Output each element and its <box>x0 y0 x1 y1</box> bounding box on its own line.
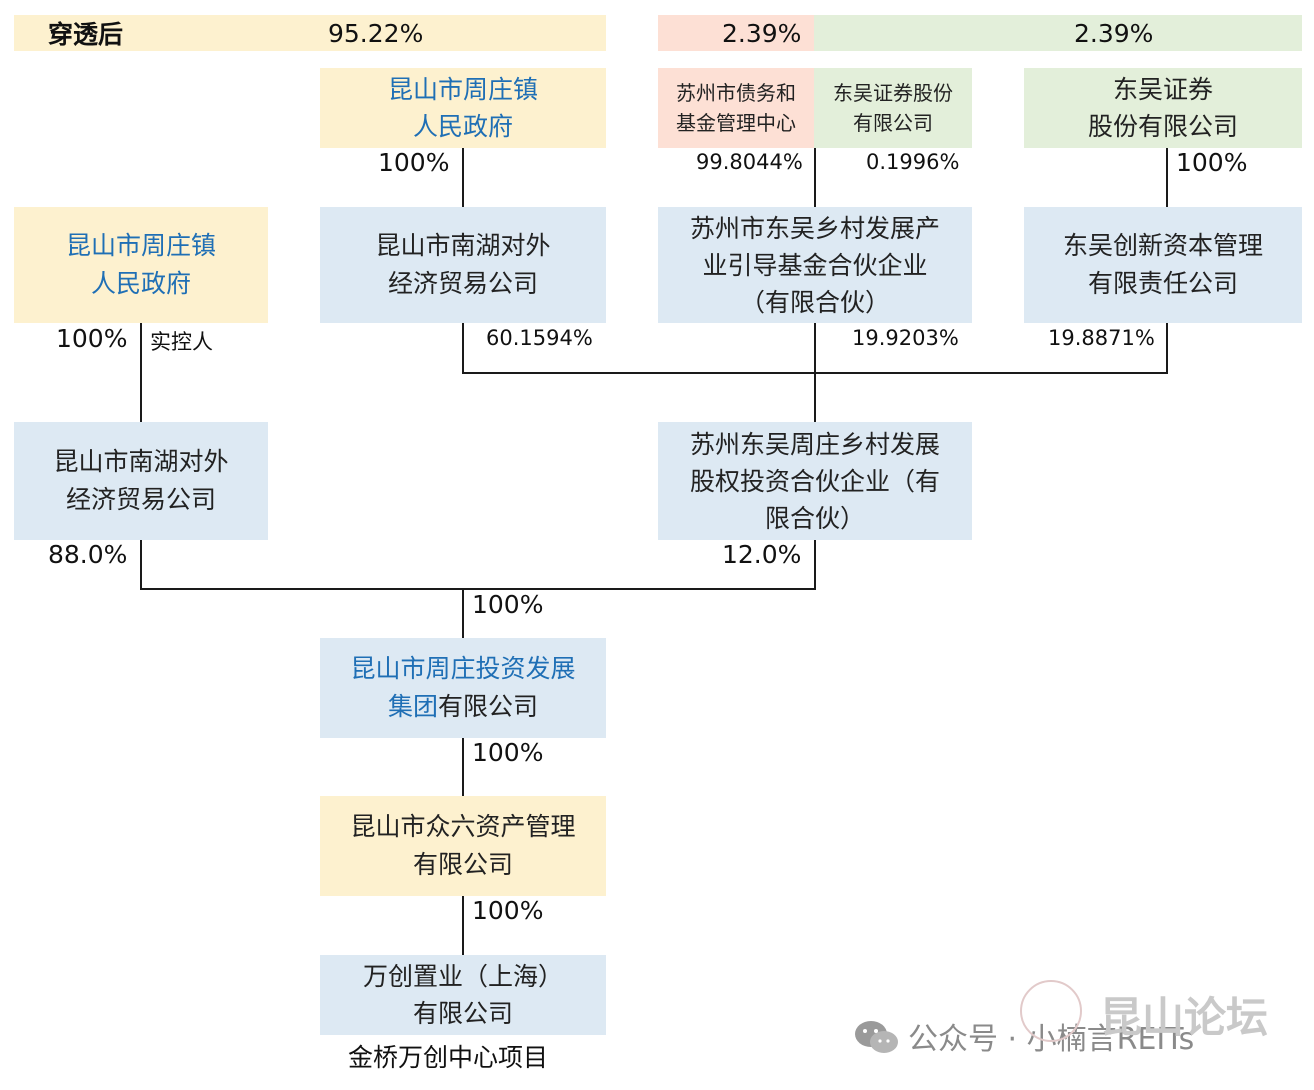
watermark-seal-icon <box>1020 980 1082 1042</box>
pct-group-to-zhongliu: 100% <box>472 738 544 767</box>
connector-gov-left-to-nanhu <box>140 323 142 422</box>
pct-zhongliu-to-wanchuang: 100% <box>472 896 544 925</box>
wechat-icon <box>852 1018 902 1058</box>
connector-shareholders-to-fund <box>814 148 816 207</box>
penetration-bar: 穿透后 95.22% <box>14 15 606 51</box>
node-debt-fund-center: 苏州市债务和 基金管理中心 <box>658 68 814 148</box>
pct-fund-to-equity: 19.9203% <box>852 326 959 350</box>
actual-controller-label: 实控人 <box>150 330 213 354</box>
node-nanhu-trade-mid: 昆山市南湖对外 经济贸易公司 <box>320 207 606 323</box>
connector-gov-top-to-nanhu <box>462 148 464 207</box>
connector-row2-merge <box>462 372 1168 374</box>
pct-sec-to-fund: 0.1996% <box>866 150 960 174</box>
pct-innovation-to-equity: 19.8871% <box>1048 326 1155 350</box>
penetration-pink-bar: 2.39% <box>658 15 814 51</box>
node-dongwu-sec-small: 东吴证券股份 有限公司 <box>814 68 972 148</box>
connector-sec-to-innovation <box>1166 148 1168 207</box>
connector-nanhu-left-down <box>140 540 142 590</box>
pct-gov-left-to-nanhu: 100% <box>56 324 128 353</box>
connector-equity-down <box>814 540 816 590</box>
node-dongwu-zhouzhuang-equity: 苏州东吴周庄乡村发展 股权投资合伙企业（有 限合伙） <box>658 422 972 540</box>
pct-group-merge: 100% <box>472 590 544 619</box>
node-dongwu-sec-right: 东吴证券 股份有限公司 <box>1024 68 1302 148</box>
penetration-green-pct: 2.39% <box>1074 18 1154 48</box>
pct-equity-to-group: 12.0% <box>722 540 802 569</box>
node-zhongliu-asset: 昆山市众六资产管理 有限公司 <box>320 796 606 896</box>
node-zhouzhuang-gov-left: 昆山市周庄镇 人民政府 <box>14 207 268 323</box>
connector-innovation-down <box>1166 323 1168 374</box>
node-dongwu-rural-fund: 苏州市东吴乡村发展产 业引导基金合伙企业 （有限合伙） <box>658 207 972 323</box>
node-wanchuang-shanghai: 万创置业（上海） 有限公司 <box>320 955 606 1035</box>
node-zhouzhuang-invest-group: 昆山市周庄投资发展 集团有限公司 <box>320 638 606 738</box>
node-nanhu-trade-left: 昆山市南湖对外 经济贸易公司 <box>14 422 268 540</box>
connector-row3-merge <box>140 588 816 590</box>
pct-gov-to-nanhu: 100% <box>378 148 450 177</box>
pct-nanhu-to-group: 88.0% <box>48 540 128 569</box>
connector-nanhu-mid-down <box>462 323 464 374</box>
watermark-logo: 昆山论坛 <box>1100 993 1269 1042</box>
pct-debt-to-fund: 99.8044% <box>696 150 803 174</box>
penetration-green-bar: 2.39% <box>814 15 1302 51</box>
project-label: 金桥万创中心项目 <box>348 1043 549 1072</box>
pct-sec-to-innovation: 100% <box>1176 148 1248 177</box>
penetration-label: 穿透后 <box>48 20 124 49</box>
connector-group-to-zhongliu <box>462 738 464 796</box>
penetration-main-pct: 95.22% <box>328 18 424 48</box>
pct-nanhu-to-equity: 60.1594% <box>486 326 593 350</box>
penetration-pink-pct: 2.39% <box>722 18 802 48</box>
connector-merge-to-group <box>462 588 464 638</box>
node-dongwu-innovation: 东吴创新资本管理 有限责任公司 <box>1024 207 1302 323</box>
node-zhouzhuang-gov-top: 昆山市周庄镇 人民政府 <box>320 68 606 148</box>
connector-zhongliu-to-wanchuang <box>462 896 464 955</box>
